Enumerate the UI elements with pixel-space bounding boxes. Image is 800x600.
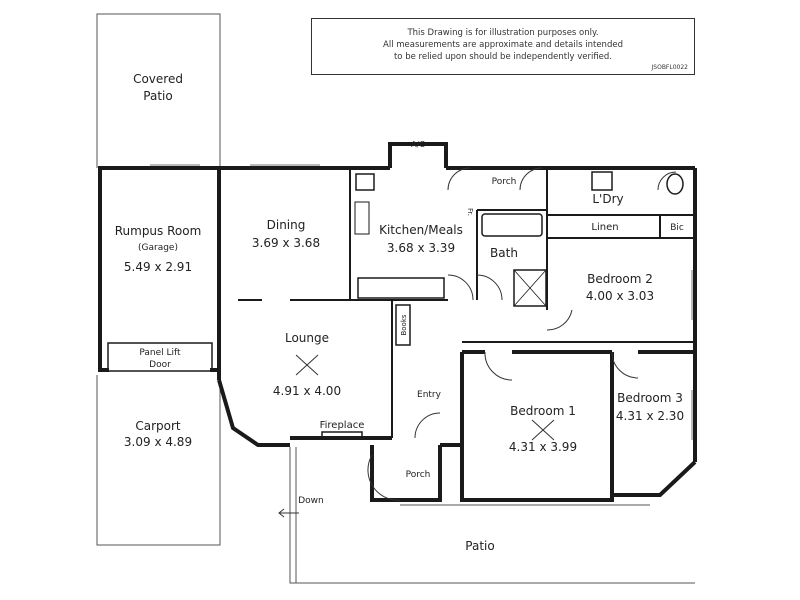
- disclaimer-line-2: All measurements are approximate and det…: [383, 40, 623, 50]
- bedroom3-door-swing: [611, 351, 639, 379]
- rumpus-sublabel: (Garage): [138, 243, 178, 253]
- laundry-door-swing: [519, 167, 543, 191]
- laundry-wc-door-swing: [657, 171, 677, 191]
- bedroom1-wall: [460, 352, 614, 502]
- kitchen-label: Kitchen/Meals: [379, 223, 463, 237]
- carport-dims: 3.09 x 4.89: [124, 435, 192, 449]
- drawing-code: JSOBFL0022: [651, 64, 688, 71]
- disclaimer-box: This Drawing is for illustration purpose…: [311, 18, 695, 75]
- porch-door-swing: [447, 167, 471, 191]
- interior-walls: [107, 168, 695, 439]
- porch-bottom-label: Porch: [406, 470, 431, 480]
- covered-patio-label-1: Covered: [133, 72, 183, 86]
- carport-label: Carport: [135, 419, 181, 433]
- porch-step-swing: [367, 454, 401, 501]
- outdoor-areas: [96, 13, 695, 584]
- patio-outline: [289, 447, 695, 584]
- door-swings: [367, 167, 677, 501]
- bath-label: Bath: [490, 246, 518, 260]
- walls: [98, 142, 697, 502]
- patio-label: Patio: [465, 539, 494, 553]
- stove: [355, 173, 375, 191]
- disclaimer-line-1: This Drawing is for illustration purpose…: [407, 28, 599, 38]
- down-arrow: [278, 508, 299, 518]
- windows: [150, 164, 693, 440]
- bay-window-west: [217, 379, 290, 447]
- covered-patio-outline: [96, 13, 221, 168]
- porch-top-label: Porch: [492, 177, 517, 187]
- bedroom1-dims: 4.31 x 3.99: [509, 440, 577, 454]
- porch-wall: [370, 445, 442, 502]
- fireplace-hearth: [321, 431, 363, 439]
- disclaimer-line-3: to be relied upon should be independentl…: [393, 52, 613, 62]
- ac-label: A/C: [411, 140, 425, 149]
- light-fittings: [295, 354, 555, 441]
- shower: [513, 269, 547, 307]
- panel-lift-label-2: Door: [149, 360, 171, 370]
- bic-label: Bic: [670, 223, 684, 233]
- laundry-tub: [591, 171, 613, 191]
- bath-door-swing: [476, 274, 503, 301]
- bathtub: [481, 213, 543, 237]
- bedroom3-dims: 4.31 x 2.30: [616, 409, 684, 423]
- kitchen-bench: [357, 277, 445, 299]
- bed1-light-2: [531, 419, 555, 441]
- bookshelf: [395, 304, 411, 346]
- fridge-space: [354, 201, 370, 235]
- laundry-label: L'Dry: [592, 192, 623, 206]
- bedroom1-door-swing: [484, 351, 513, 381]
- entry-door-swing: [414, 412, 441, 439]
- linen-label: Linen: [591, 222, 618, 233]
- kitchen-dims: 3.68 x 3.39: [387, 241, 455, 255]
- panel-lift-door: [107, 342, 213, 372]
- bedroom1-label: Bedroom 1: [510, 404, 576, 418]
- carport-outline: [96, 375, 221, 546]
- bedroom2-label: Bedroom 2: [587, 272, 653, 286]
- room-labels: Covered Patio Rumpus Room (Garage) 5.49 …: [115, 72, 684, 553]
- bedroom2-dims: 4.00 x 3.03: [586, 289, 654, 303]
- rumpus-label: Rumpus Room: [115, 224, 202, 238]
- dining-label: Dining: [267, 218, 306, 232]
- lounge-light-2: [295, 354, 319, 376]
- lounge-dims: 4.91 x 4.00: [273, 384, 341, 398]
- books-label: Books: [400, 314, 408, 335]
- dining-dims: 3.69 x 3.68: [252, 236, 320, 250]
- fridge-label: Fr.: [466, 208, 474, 216]
- shower-cross-2: [513, 269, 547, 307]
- bay-window-east: [612, 460, 697, 497]
- ac-bay-wall: [388, 142, 448, 168]
- bedroom3-label: Bedroom 3: [617, 391, 683, 405]
- bedroom2-door-swing: [546, 309, 573, 331]
- rumpus-dims: 5.49 x 2.91: [124, 260, 192, 274]
- down-label: Down: [298, 496, 324, 506]
- fireplace-label: Fireplace: [320, 420, 365, 431]
- toilet: [666, 173, 684, 195]
- panel-lift-label-1: Panel Lift: [139, 348, 181, 358]
- covered-patio-label-2: Patio: [143, 89, 172, 103]
- entry-label: Entry: [417, 390, 442, 400]
- lounge-label: Lounge: [285, 331, 329, 345]
- kitchen-door-swing: [447, 274, 474, 301]
